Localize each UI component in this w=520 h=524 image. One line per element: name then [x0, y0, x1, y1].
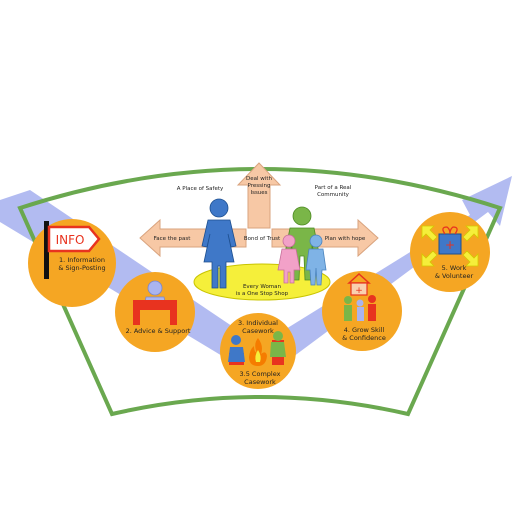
casework-fire-icon: [228, 331, 286, 366]
gift-plus-text: +: [445, 238, 455, 252]
girl-figure-icon: [277, 234, 301, 284]
house-plus-text: +: [355, 286, 363, 296]
left-arrow-label: Face the past: [154, 236, 192, 242]
step-2-advice: 2. Advice & Support: [115, 272, 195, 352]
step-4-grow-skill: + 4. Grow Skill& Confidence: [322, 271, 402, 351]
step-2-label: 2. Advice & Support: [126, 327, 191, 335]
family-house-icon: +: [344, 272, 376, 321]
right-arrow-label: Plan with hope: [325, 236, 366, 242]
place-of-safety-caption: A Place of Safety: [177, 186, 224, 192]
step-4-label: 4. Grow Skill& Confidence: [342, 326, 386, 342]
info-sign-text: INFO: [56, 233, 85, 247]
woman-figure-icon: [201, 198, 237, 289]
boy-figure-icon: [305, 234, 327, 286]
advisor-desk-icon: [133, 280, 177, 325]
step-5-work: + 5. Work& Volunteer: [410, 212, 490, 292]
step-1-information: INFO 1. Information& Sign-Posting: [28, 219, 116, 307]
outline-boundary: [17, 167, 503, 417]
step-1-label: 1. Information& Sign-Posting: [58, 256, 105, 272]
gift-box-icon: +: [421, 225, 479, 267]
step-5-label: 5. Work& Volunteer: [435, 264, 474, 280]
bond-of-trust-label: Bond of Trust: [244, 236, 281, 242]
info-sign-icon: INFO: [44, 221, 101, 279]
